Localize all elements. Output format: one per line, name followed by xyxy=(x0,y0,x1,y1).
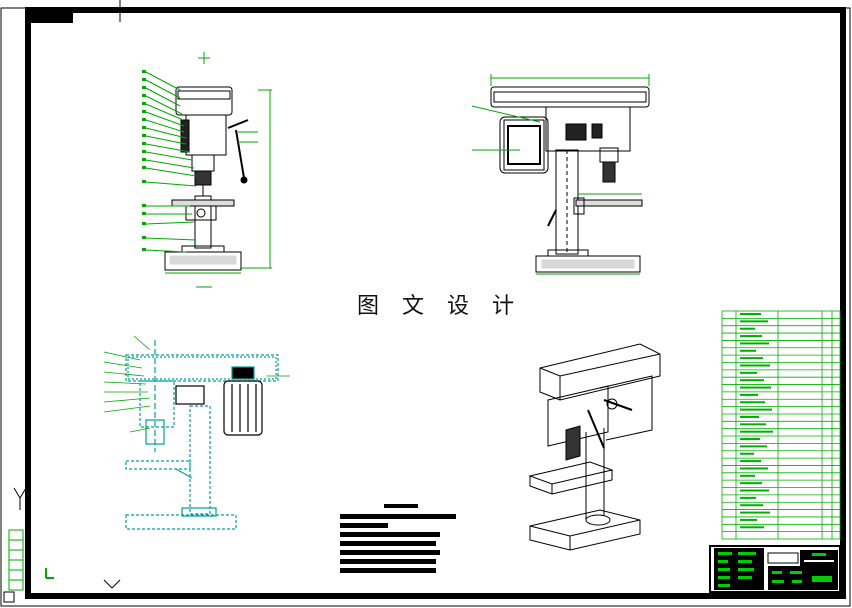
table-cell xyxy=(740,371,757,374)
table-cell xyxy=(740,489,769,492)
table-cell xyxy=(740,393,758,396)
table-cell xyxy=(740,320,768,323)
table-cell xyxy=(740,386,771,389)
table-cell xyxy=(740,379,764,382)
table-cell xyxy=(740,452,754,455)
table-cell xyxy=(740,408,772,411)
table-cell xyxy=(740,423,766,426)
table-cell xyxy=(740,518,757,521)
table-cell xyxy=(740,430,773,433)
notes-block xyxy=(340,504,456,573)
table-cell xyxy=(740,474,755,477)
table-cell xyxy=(740,438,760,441)
table-cell xyxy=(740,415,759,418)
table-cell xyxy=(740,496,756,499)
table-cell xyxy=(740,342,769,345)
side-view xyxy=(471,74,650,275)
table-cell xyxy=(740,335,762,338)
front-view xyxy=(142,52,272,288)
table-cell xyxy=(740,349,756,352)
table-cell xyxy=(740,313,761,315)
iso-view xyxy=(528,343,661,551)
title-block xyxy=(709,545,841,593)
table-cell xyxy=(740,511,770,514)
table-cell xyxy=(740,357,763,360)
table-cell xyxy=(740,327,755,330)
parts-table xyxy=(721,310,841,540)
table-cell xyxy=(740,364,770,367)
table-cell xyxy=(740,467,768,470)
left-margin-marks xyxy=(3,487,121,603)
table-cell xyxy=(740,401,765,404)
table-cell xyxy=(740,482,762,485)
table-cell xyxy=(740,526,764,529)
table-cell xyxy=(740,460,761,463)
table-cell xyxy=(740,445,767,448)
watermark-text: 图 文 设 计 xyxy=(357,294,522,319)
section-view xyxy=(103,335,290,530)
table-cell xyxy=(740,504,763,507)
